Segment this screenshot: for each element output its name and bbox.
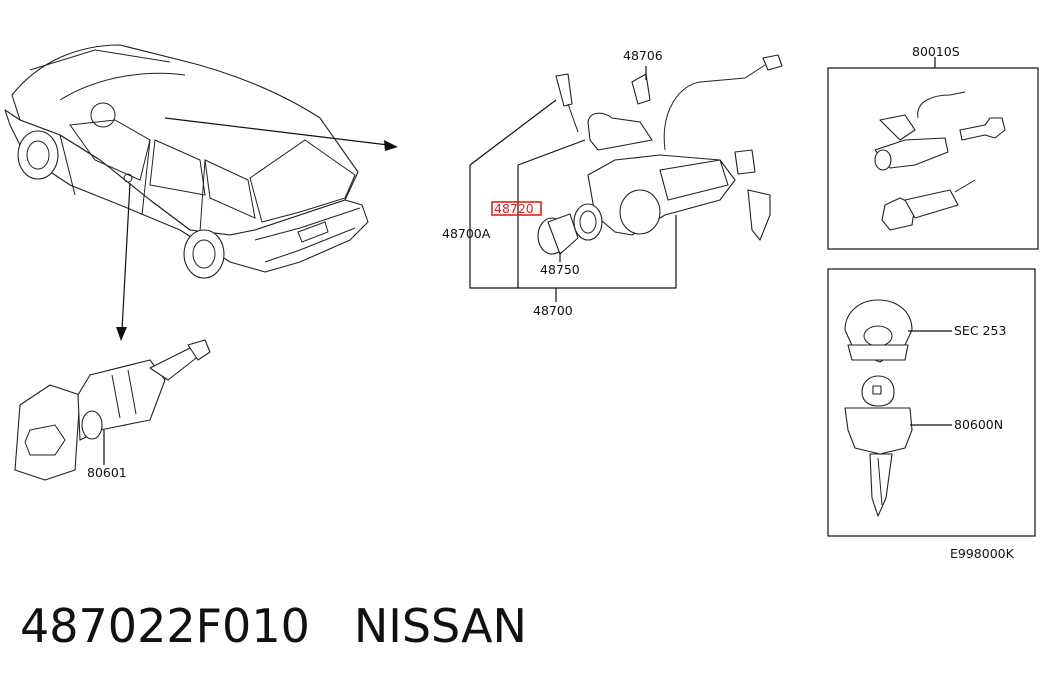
brand-name: NISSAN [353, 599, 527, 653]
car-illustration [4, 44, 369, 279]
footer-caption: 487022F010 NISSAN [20, 596, 527, 656]
label-48700a: 48700A [442, 226, 491, 241]
ignition-switch-illustration [537, 54, 783, 255]
pointer-arrows [116, 117, 398, 341]
label-80600n: 80600N [954, 417, 1003, 432]
label-80601: 80601 [87, 465, 127, 480]
key-detail-box [827, 268, 1036, 537]
label-48750: 48750 [540, 262, 580, 277]
label-80010s: 80010S [912, 44, 960, 59]
lock-set-box [827, 57, 1039, 250]
label-48700: 48700 [533, 303, 573, 318]
label-48720: 48720 [494, 201, 534, 216]
label-sec-253: SEC 253 [954, 323, 1006, 338]
highlight-box [491, 201, 542, 216]
part-number: 487022F010 [20, 599, 310, 653]
door-lock-cylinder-illustration [14, 339, 211, 481]
label-diagram-code: E998000K [950, 546, 1015, 561]
label-48706: 48706 [623, 48, 663, 63]
leader-lines-center [469, 66, 677, 302]
